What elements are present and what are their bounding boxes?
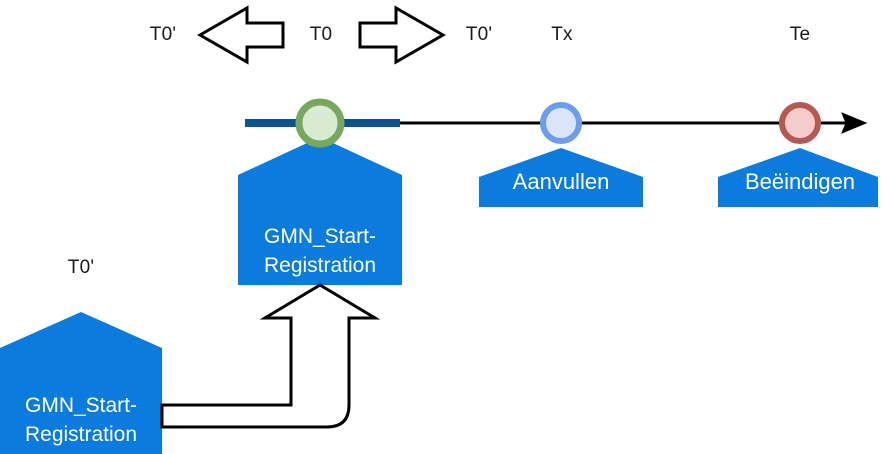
label-t0: T0 (309, 24, 333, 45)
label-t0-prime-bottom: T0' (67, 257, 95, 278)
label-te: Te (789, 24, 811, 45)
aanvullen-shape[interactable] (479, 148, 643, 207)
label-tx: Tx (551, 24, 573, 45)
gmn-start-registration-top-shape[interactable] (238, 137, 402, 285)
t0-marker-circle[interactable] (295, 98, 345, 148)
tx-marker-circle[interactable] (540, 102, 582, 144)
te-marker-circle[interactable] (779, 102, 821, 144)
beeindigen-shape[interactable] (718, 148, 878, 207)
label-t0-prime-left: T0' (149, 24, 177, 45)
left-block-arrow-icon (196, 5, 285, 65)
label-t0-prime-right: T0' (465, 24, 493, 45)
right-block-arrow-icon (358, 5, 447, 65)
timeline-arrowhead-icon (841, 112, 868, 134)
feedback-block-arrow-icon (160, 283, 381, 429)
gmn-start-registration-bottom-shape[interactable] (0, 312, 162, 454)
